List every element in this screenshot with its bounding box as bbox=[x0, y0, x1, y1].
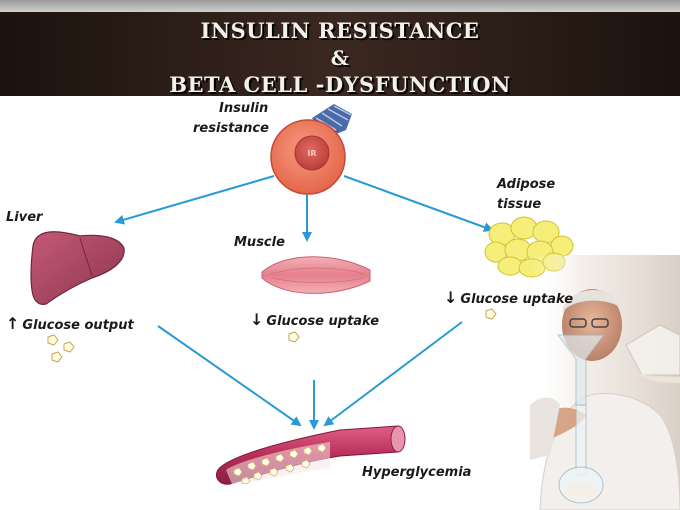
adipose-effect: ↓Glucose uptake bbox=[444, 288, 573, 307]
cell-label-line-1: Insulin bbox=[219, 101, 269, 116]
muscle-glucose-icon bbox=[288, 331, 300, 343]
title-line-2: & bbox=[330, 46, 350, 70]
title-line-1: INSULIN RESISTANCE bbox=[200, 18, 480, 43]
muscle-label: Muscle bbox=[234, 235, 285, 250]
up-arrow-icon: ↑ bbox=[6, 314, 20, 333]
title-banner: INSULIN RESISTANCE & BETA CELL -DYSFUNCT… bbox=[0, 12, 680, 97]
liver-effect: ↑Glucose output bbox=[6, 314, 134, 333]
adipose-effect-text: Glucose uptake bbox=[460, 292, 574, 307]
muscle-effect: ↓Glucose uptake bbox=[250, 310, 379, 329]
blood-vessel-icon bbox=[215, 425, 406, 485]
insulin-resistant-cell-icon bbox=[270, 119, 346, 195]
title-line-3: BETA CELL -DYSFUNCTION bbox=[169, 72, 511, 97]
arrow-cell-to-adipose bbox=[343, 175, 494, 232]
cell-label-line-2: resistance bbox=[193, 121, 269, 136]
liver-glucose-icons bbox=[47, 334, 75, 363]
scientist-photo bbox=[530, 255, 680, 510]
hyperglycemia-label: Hyperglycemia bbox=[362, 465, 472, 480]
receptor-label: IR bbox=[307, 149, 316, 158]
muscle-icon bbox=[261, 256, 371, 294]
muscle-effect-text: Glucose uptake bbox=[266, 314, 380, 329]
top-strip bbox=[0, 0, 680, 12]
arrow-cell-to-liver bbox=[114, 175, 275, 225]
liver-label: Liver bbox=[6, 210, 43, 225]
adipose-glucose-icon bbox=[485, 308, 497, 320]
down-arrow-icon: ↓ bbox=[444, 288, 458, 307]
arrow-liver-to-vessel bbox=[157, 325, 302, 427]
arrow-adipose-to-vessel bbox=[323, 321, 463, 427]
down-arrow-icon: ↓ bbox=[250, 310, 264, 329]
liver-effect-text: Glucose output bbox=[22, 318, 134, 333]
liver-icon bbox=[30, 231, 125, 305]
adipose-label-line-1: Adipose bbox=[497, 177, 556, 192]
adipose-label-line-2: tissue bbox=[497, 197, 542, 212]
